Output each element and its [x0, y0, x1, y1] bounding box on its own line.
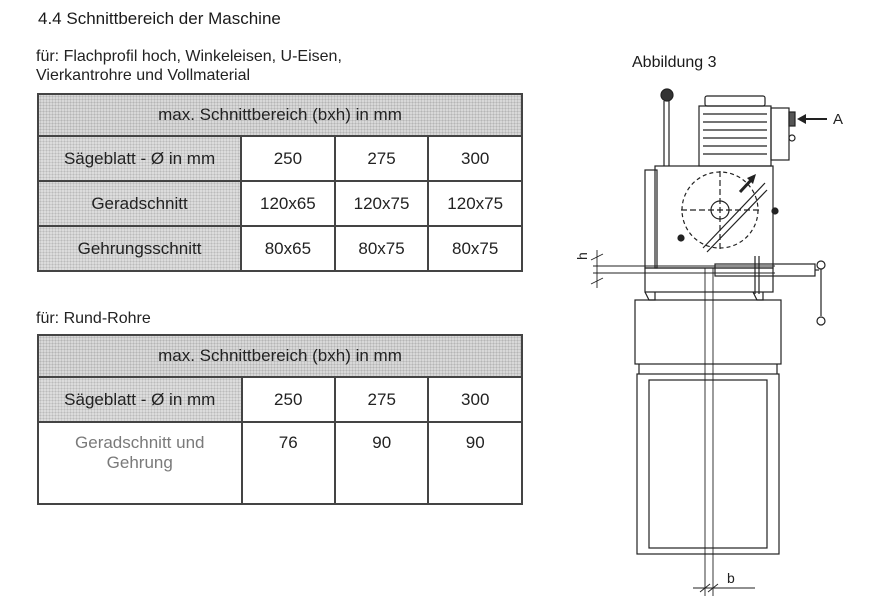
row-label: Geradschnitt	[36, 180, 243, 227]
cell-value: 90	[427, 421, 523, 505]
dimension-h	[590, 250, 775, 288]
cell-value: 80x75	[427, 225, 523, 272]
base-block	[634, 299, 782, 555]
figure-caption: Abbildung 3	[632, 54, 717, 71]
table-row: Geradschnitt 120x65 120x75 120x75	[36, 180, 523, 227]
label-h: h	[575, 252, 590, 260]
label-a-arrow	[797, 114, 827, 124]
saw-head	[644, 165, 779, 269]
table-header: max. Schnittbereich (bxh) in mm	[37, 334, 523, 378]
row-label: Sägeblatt - Ø in mm	[37, 376, 243, 423]
row-label-line-2: Gehrung	[106, 453, 173, 472]
lever-handle	[660, 88, 674, 166]
row-label: Gehrungsschnitt	[36, 225, 243, 272]
cutting-range-table-round-tubes: max. Schnittbereich (bxh) in mm Sägeblat…	[37, 334, 523, 505]
profile-description: für: Flachprofil hoch, Winkeleisen, U-Ei…	[36, 47, 342, 85]
row-label: Sägeblatt - Ø in mm	[36, 135, 243, 182]
machine-drawing: A h	[575, 88, 843, 596]
round-tubes-label: für: Rund-Rohre	[36, 310, 151, 327]
table-row: Geradschnitt und Gehrung 76 90 90	[37, 421, 523, 505]
motor	[698, 95, 796, 167]
cell-value: 250	[240, 376, 336, 423]
cell-value: 120x75	[333, 180, 430, 227]
cell-value: 80x75	[333, 225, 430, 272]
cell-value: 120x65	[240, 180, 336, 227]
profile-description-line-2: Vierkantrohre und Vollmaterial	[36, 67, 251, 84]
cell-value: 300	[427, 135, 523, 182]
cell-value: 275	[333, 376, 430, 423]
vise	[644, 256, 826, 326]
dimension-b	[693, 268, 755, 596]
table-row: Sägeblatt - Ø in mm 250 275 300	[36, 135, 523, 182]
profile-description-line-1: für: Flachprofil hoch, Winkeleisen, U-Ei…	[36, 48, 342, 65]
cell-value: 275	[333, 135, 430, 182]
table-header: max. Schnittbereich (bxh) in mm	[37, 93, 523, 137]
label-b: b	[727, 570, 735, 586]
table-row: Sägeblatt - Ø in mm 250 275 300	[37, 376, 523, 423]
cell-value: 76	[240, 421, 336, 505]
cell-value: 250	[240, 135, 336, 182]
cell-value: 120x75	[427, 180, 523, 227]
cell-value: 300	[427, 376, 523, 423]
cell-value: 90	[333, 421, 430, 505]
row-label-line-1: Geradschnitt und	[75, 433, 205, 452]
section-title: 4.4 Schnittbereich der Maschine	[38, 9, 281, 28]
cutting-range-table-profiles: max. Schnittbereich (bxh) in mm Sägeblat…	[36, 93, 523, 272]
cell-value: 80x65	[240, 225, 336, 272]
row-label: Geradschnitt und Gehrung	[37, 421, 243, 505]
label-a: A	[833, 111, 843, 128]
table-row: Gehrungsschnitt 80x65 80x75 80x75	[36, 225, 523, 272]
